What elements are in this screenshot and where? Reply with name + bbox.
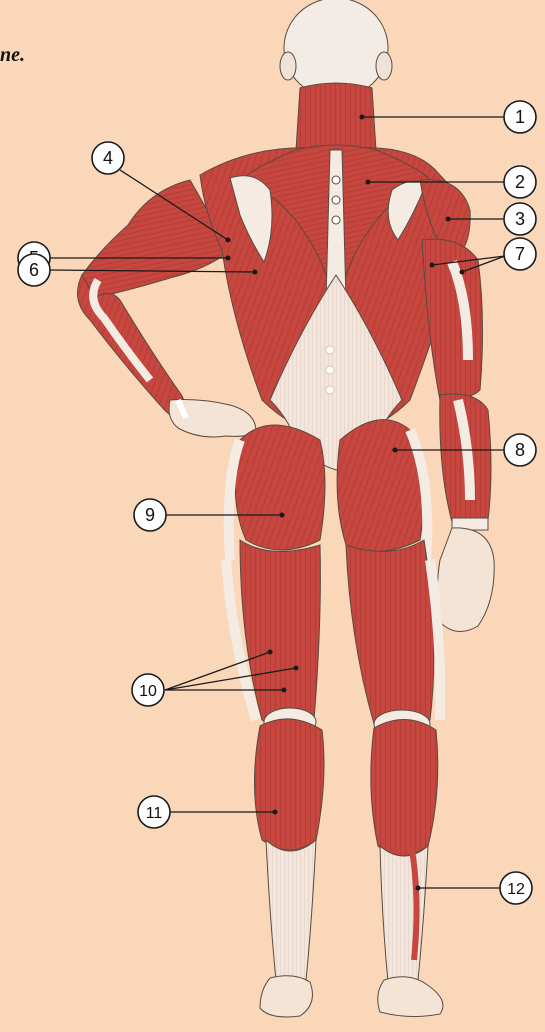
label-number: 8: [515, 440, 525, 460]
label-7: 7: [504, 238, 536, 270]
label-1: 1: [504, 101, 536, 133]
label-11: 11: [138, 796, 170, 828]
label-6: 6: [18, 254, 50, 286]
label-number: 11: [146, 805, 163, 822]
label-number: 9: [145, 505, 155, 525]
label-number: 6: [29, 260, 39, 280]
label-number: 10: [139, 683, 157, 700]
right-lower-leg: [380, 846, 428, 987]
label-number: 2: [515, 172, 525, 192]
label-8: 8: [504, 434, 536, 466]
label-10: 10: [132, 674, 164, 706]
label-2: 2: [504, 166, 536, 198]
label-number: 1: [515, 107, 525, 127]
right-calf: [371, 719, 438, 856]
right-hand: [437, 528, 494, 632]
label-4: 4: [92, 142, 124, 174]
gluteus-left: [235, 425, 325, 550]
right-foot: [378, 977, 443, 1017]
label-12: 12: [500, 872, 532, 904]
left-foot: [260, 976, 312, 1017]
left-calf: [254, 719, 324, 850]
label-number: 12: [507, 881, 525, 898]
label-number: 3: [515, 209, 525, 229]
left-lower-leg: [266, 840, 316, 985]
label-number: 7: [515, 244, 525, 264]
right-thigh: [346, 540, 434, 731]
label-number: 4: [103, 148, 113, 168]
label-9: 9: [134, 499, 166, 531]
label-3: 3: [504, 203, 536, 235]
